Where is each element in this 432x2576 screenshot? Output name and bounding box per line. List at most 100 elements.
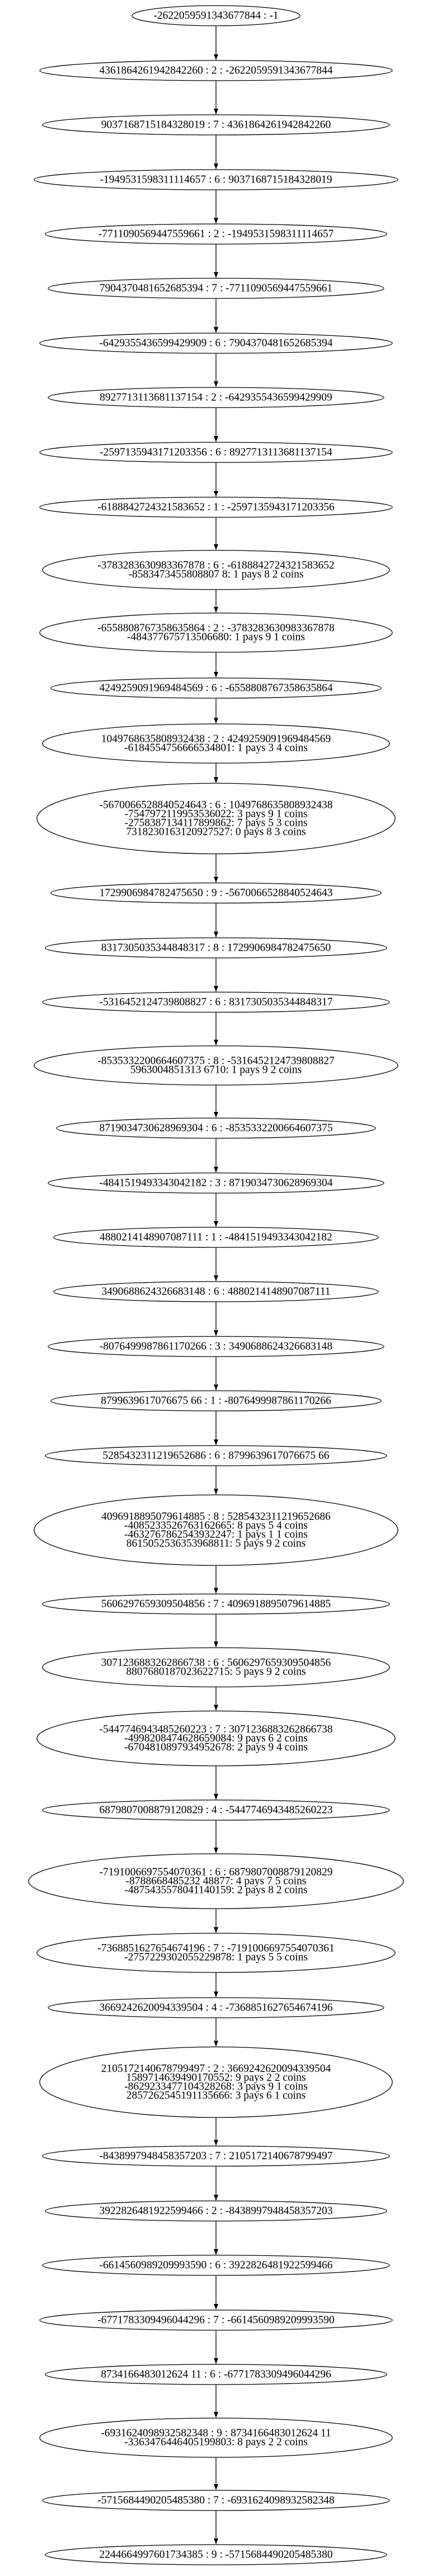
block-node: -7191006697554070361 : 6 : 6879807008879…: [28, 1853, 404, 1909]
block-node: 4249259091969484569 : 6 : -6558808767358…: [50, 677, 382, 699]
block-label: -8076499987861170266 : 3 : 3490688624326…: [100, 1341, 332, 1353]
transaction-label: 7318230163120927527: 0 pays 8 3 coins: [126, 826, 306, 838]
block-node: 9037168715184328019 : 7 : 43618642619428…: [42, 114, 390, 135]
block-label: -7191006697554070361 : 6 : 6879807008879…: [99, 1867, 332, 1878]
node-ellipse: [36, 1933, 396, 1973]
block-label: 8317305035344848317 : 8 : 17299069847824…: [101, 942, 331, 954]
transaction-label: -4998208474628659084: 9 pays 6 2 coins: [124, 1733, 308, 1745]
block-label: 9037168715184328019 : 7 : 43618642619428…: [101, 119, 331, 131]
block-label: 3669242620094339504 : 4 : -7368851627654…: [99, 2002, 332, 2014]
block-label: 4880214148907087111 : 1 : -4841519493343…: [100, 1232, 332, 1243]
node-ellipse: [42, 1647, 390, 1687]
transaction-label: 2857262545191135666: 3 pays 6 1 coins: [126, 2090, 306, 2102]
node-ellipse: [39, 60, 393, 81]
transaction-label: -3363476446405199803: 8 pays 2 2 coins: [124, 2437, 308, 2448]
block-label: 4249259091969484569 : 6 : -6558808767358…: [99, 682, 332, 694]
block-node: 4096918895079614885 : 8 : 52854323112196…: [34, 1494, 398, 1566]
block-label: 3071236883262866738 : 6 : 56062976593095…: [101, 1657, 331, 1669]
block-node: -7368851627654674196 : 7 : -719100669755…: [36, 1933, 396, 1973]
block-node: 8734166483012624 11 : 6 : -6771783309496…: [45, 2364, 387, 2385]
transaction-label: -2757229302055229878: 1 pays 5 5 coins: [124, 1952, 308, 1963]
block-node: -3783283630983367878 : 6 : -618884272432…: [42, 550, 390, 590]
node-ellipse: [132, 5, 300, 26]
block-label: 8734166483012624 11 : 6 : -6771783309496…: [101, 2369, 331, 2381]
block-label: 1049768635808932438 : 2 : 42492590919694…: [101, 733, 331, 745]
block-node: -5670066528840524643 : 6 : 1049768635808…: [36, 783, 396, 854]
node-ellipse: [45, 937, 387, 959]
block-label: 4361864261942842260 : 2 : -2622059591343…: [99, 65, 332, 77]
block-label: 1729906984782475650 : 9 : -5670066528840…: [99, 887, 332, 899]
block-node: 5606297659309504856 : 7 : 40969188950796…: [42, 1593, 390, 1615]
block-label: -5670066528840524643 : 6 : 1049768635808…: [99, 800, 332, 811]
block-node: 3669242620094339504 : 4 : -7368851627654…: [48, 1997, 384, 2018]
block-node: 7904370481652685394 : 7 : -7711090569447…: [48, 278, 384, 299]
block-label: -7711090569447559661 : 2 : -194953159831…: [98, 228, 334, 240]
transaction-label: -7547972119953536022: 3 pays 9 1 coins: [125, 808, 308, 820]
transaction-label: -2758387134117899862: 7 pays 5 3 coins: [125, 817, 308, 829]
node-ellipse: [50, 677, 382, 699]
block-label: -7368851627654674196 : 7 : -719100669755…: [97, 1943, 335, 1955]
node-ellipse: [36, 1710, 396, 1766]
block-label: 4096918895079614885 : 8 : 52854323112196…: [101, 1511, 331, 1523]
node-ellipse: [39, 2309, 393, 2331]
transaction-label: -4875435578041140159: 2 pays 8 2 coins: [125, 1885, 308, 1896]
block-label: -5715684490205485380 : 7 : -693162409893…: [97, 2495, 335, 2507]
block-label: 5285432311219652686 : 6 : 87996396170766…: [103, 1450, 330, 1462]
block-node: 2244664997601734385 : 9 : -5715684490205…: [45, 2544, 387, 2565]
transaction-label: -4085233526763162665: 8 pays 5 4 coins: [124, 1520, 308, 1532]
node-ellipse: [42, 1799, 390, 1821]
block-label: -4841519493343042182 : 3 : 8719034730628…: [99, 1177, 332, 1189]
block-node: -5447746943485260223 : 7 : 3071236883262…: [36, 1710, 396, 1766]
block-label: 6879807008879120829 : 4 : -5447746943485…: [99, 1804, 332, 1816]
transaction-label: -8788668485232 48877: 4 pays 7 5 coins: [126, 1876, 307, 1887]
block-label: 8719034730628969304 : 6 : -8535332200664…: [99, 1123, 332, 1134]
node-ellipse: [48, 1172, 384, 1194]
node-ellipse: [36, 783, 396, 854]
block-node: 4361864261942842260 : 2 : -2622059591343…: [39, 60, 393, 81]
transaction-label: 5963004851313 6710: 1 pays 9 2 coins: [130, 1064, 302, 1076]
node-ellipse: [48, 1336, 384, 1357]
node-ellipse: [48, 387, 384, 408]
block-node: 3071236883262866738 : 6 : 56062976593095…: [42, 1647, 390, 1687]
node-ellipse: [42, 2490, 390, 2511]
node-ellipse: [50, 1390, 382, 1411]
node-ellipse: [39, 497, 393, 518]
node-ellipse: [42, 992, 390, 1013]
transaction-label: 8807680187023622715: 5 pays 9 2 coins: [126, 1666, 306, 1678]
transaction-label: -4632767862543932247: 1 pays 1 1 coins: [124, 1529, 308, 1541]
block-node: 1049768635808932438 : 2 : 42492590919694…: [42, 723, 390, 764]
block-label: 3922826481922599466 : 2 : -8438997948458…: [99, 2205, 332, 2217]
transaction-label: -8583473455808807 8: 1 pays 8 2 coins: [128, 569, 303, 581]
node-ellipse: [39, 333, 393, 354]
block-label: -8535332200664607375 : 8 : -531645212473…: [97, 1055, 335, 1067]
block-label: 7904370481652685394 : 7 : -7711090569447…: [100, 283, 332, 294]
block-label: 2244664997601734385 : 9 : -5715684490205…: [99, 2549, 332, 2561]
block-node: -1949531598311114657 : 6 : 9037168715184…: [34, 169, 398, 190]
transaction-label: -484377675713506680: 1 pays 9 1 coins: [127, 632, 305, 643]
block-label: -6931624098932582348 : 9 : 8734166483012…: [101, 2428, 331, 2439]
node-ellipse: [39, 442, 393, 463]
transaction-label: 1589714639490170552: 9 pays 2 2 coins: [126, 2072, 306, 2084]
block-node: 1729906984782475650 : 9 : -5670066528840…: [50, 882, 382, 904]
block-node: -7711090569447559661 : 2 : -194953159831…: [45, 223, 387, 245]
node-ellipse: [39, 613, 393, 653]
block-label: -6188842724321583652 : 1 : -259713594317…: [97, 502, 335, 513]
block-node: 8719034730628969304 : 6 : -8535332200664…: [56, 1118, 376, 1139]
transaction-label: 8615052536353968811: 5 pays 9 2 coins: [126, 1538, 306, 1550]
block-label: -6771783309496044296 : 7 : -661456098920…: [97, 2315, 335, 2326]
node-ellipse: [53, 1227, 379, 1248]
node-ellipse: [50, 882, 382, 904]
block-label: -5316452124739808827 : 6 : 8317305035344…: [99, 997, 332, 1008]
node-ellipse: [34, 169, 398, 190]
node-ellipse: [45, 2544, 387, 2565]
block-label: -6558808767358635864 : 2 : -378328363098…: [97, 623, 335, 634]
block-label: -8438997948458357203 : 7 : 2105172140678…: [99, 2150, 332, 2162]
block-label: -2622059591343677844 : -1: [153, 10, 278, 22]
node-ellipse: [42, 1593, 390, 1615]
block-node: -4841519493343042182 : 3 : 8719034730628…: [48, 1172, 384, 1194]
block-node: -2622059591343677844 : -1: [132, 5, 300, 26]
block-node: 3490688624326683148 : 6 : 48802141489070…: [53, 1281, 379, 1302]
block-node: 6879807008879120829 : 4 : -5447746943485…: [42, 1799, 390, 1821]
node-ellipse: [56, 1118, 376, 1139]
